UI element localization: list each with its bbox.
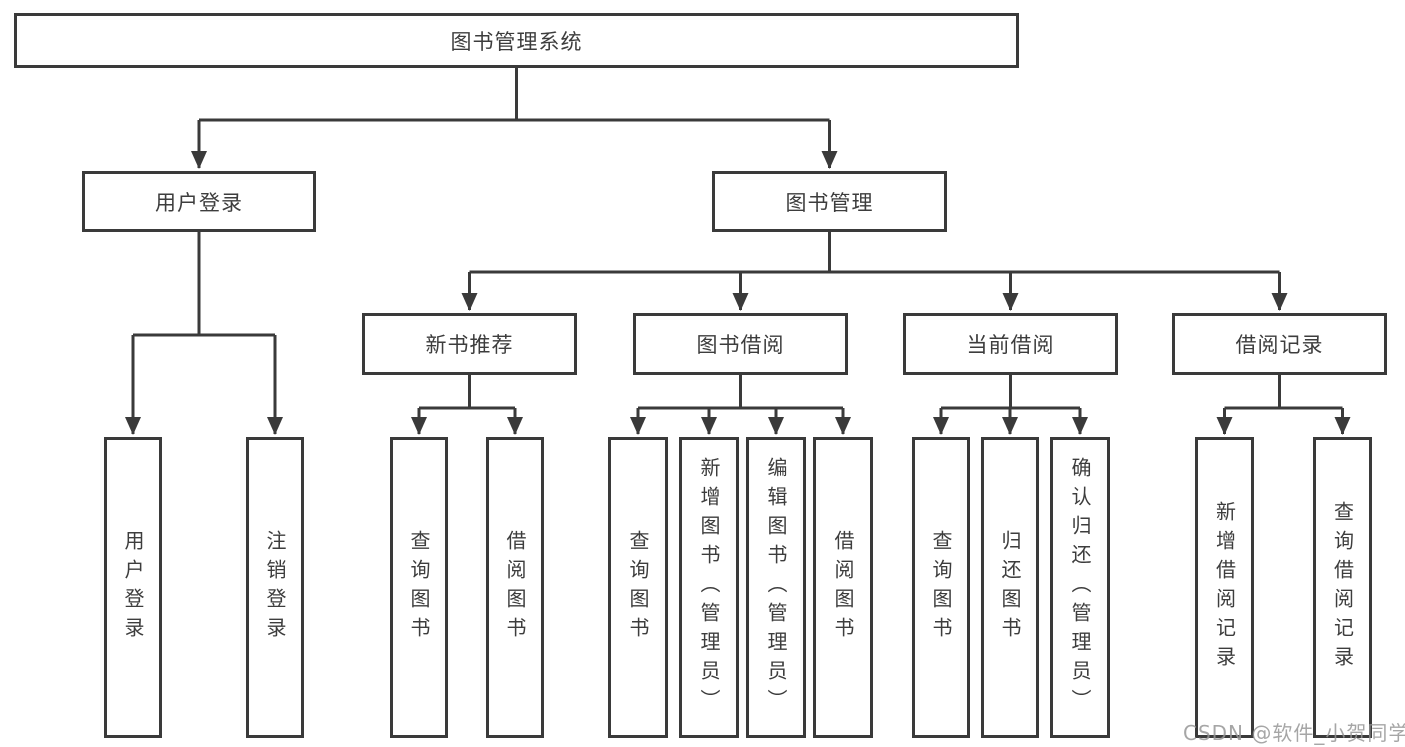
- leaf-borrow-books: 借阅图书: [813, 437, 873, 738]
- node-borrow-records: 借阅记录: [1172, 313, 1387, 375]
- node-label: 当前借阅: [966, 333, 1055, 357]
- leaf-add-books-admin: 新增图书（管理员）: [679, 437, 739, 738]
- node-label: 编辑图书（管理员）: [764, 457, 788, 718]
- node-label: 新书推荐: [425, 333, 514, 357]
- node-label: 图书借阅: [696, 333, 785, 357]
- leaf-query-books: 查询图书: [912, 437, 970, 738]
- node-book-borrow: 图书借阅: [633, 313, 848, 375]
- node-label: 确认归还（管理员）: [1068, 457, 1092, 718]
- leaf-logout: 注销登录: [246, 437, 304, 738]
- node-label: 查询图书: [407, 529, 431, 646]
- node-label: 借阅记录: [1235, 333, 1324, 357]
- node-label: 用户登录: [155, 190, 243, 215]
- node-label: 用户登录: [121, 529, 145, 646]
- node-label: 查询借阅记录: [1330, 500, 1355, 675]
- leaf-return-books: 归还图书: [981, 437, 1039, 738]
- leaf-query-borrow-record: 查询借阅记录: [1313, 437, 1372, 738]
- leaf-query-books: 查询图书: [390, 437, 448, 738]
- node-label: 图书管理: [785, 190, 874, 215]
- leaf-query-books: 查询图书: [608, 437, 668, 738]
- node-library-system: 图书管理系统: [14, 13, 1019, 68]
- node-user-login: 用户登录: [82, 171, 316, 232]
- node-new-book-recommend: 新书推荐: [362, 313, 577, 375]
- leaf-confirm-return-admin: 确认归还（管理员）: [1050, 437, 1110, 738]
- node-label: 新增图书（管理员）: [697, 457, 721, 718]
- node-label: 归还图书: [998, 529, 1022, 646]
- node-label: 新增借阅记录: [1212, 500, 1237, 675]
- leaf-user-login: 用户登录: [104, 437, 162, 738]
- node-label: 借阅图书: [831, 529, 855, 646]
- node-current-borrow: 当前借阅: [903, 313, 1118, 375]
- leaf-edit-books-admin: 编辑图书（管理员）: [746, 437, 806, 738]
- leaf-borrow-books: 借阅图书: [486, 437, 544, 738]
- node-label: 借阅图书: [503, 529, 527, 646]
- node-label: 查询图书: [929, 529, 953, 646]
- leaf-add-borrow-record: 新增借阅记录: [1195, 437, 1254, 738]
- node-label: 查询图书: [626, 529, 650, 646]
- node-book-management: 图书管理: [712, 171, 947, 232]
- csdn-watermark: CSDN @软件_小贺同学: [1183, 721, 1405, 745]
- node-label: 注销登录: [263, 529, 287, 646]
- node-label: 图书管理系统: [450, 29, 583, 54]
